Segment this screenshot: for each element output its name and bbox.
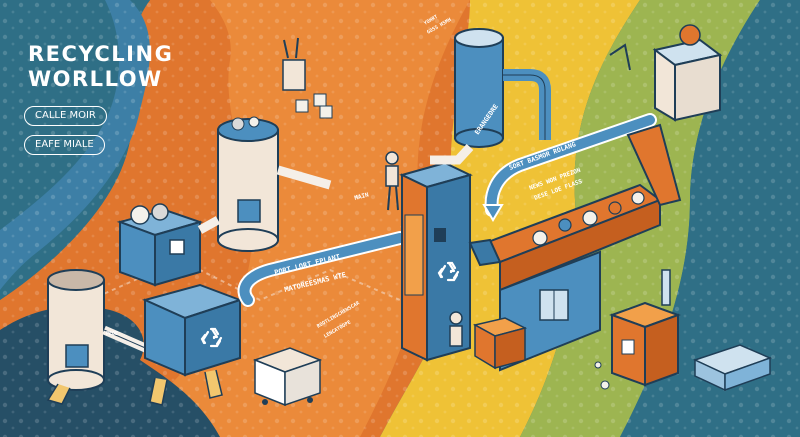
badge-eafe-miale: EAFE MIALE xyxy=(24,135,105,155)
cart-bottom xyxy=(255,348,320,405)
title-line-2: WORLLOW xyxy=(28,67,173,92)
silo-upper-left xyxy=(218,117,278,251)
page-title: RECYCLING WORLLOW xyxy=(28,42,173,92)
silo-left-bottom xyxy=(48,270,104,404)
badge-calle-moir: CALLE MOIR xyxy=(24,106,107,126)
title-line-1: RECYCLING xyxy=(28,42,173,67)
lower-pipe-label: PEOE xyxy=(106,331,118,337)
